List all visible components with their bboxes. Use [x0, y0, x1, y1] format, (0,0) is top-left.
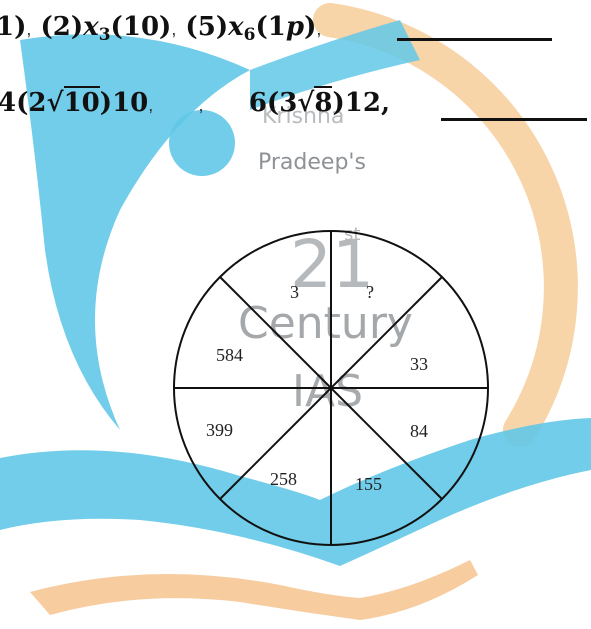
wheel-number-top-left: 3: [290, 282, 299, 302]
wheel-number-upper-left: 584: [216, 345, 243, 365]
wheel-number-bottom-left: 258: [270, 469, 297, 489]
wheel-number-lower-left: 399: [206, 420, 233, 440]
wheel-number-bottom-right: 155: [355, 474, 382, 494]
wheel-number-lower-right: 84: [410, 421, 428, 441]
wheel-number-upper-right: 33: [410, 354, 428, 374]
wheel-number-top-right: ?: [366, 282, 374, 302]
